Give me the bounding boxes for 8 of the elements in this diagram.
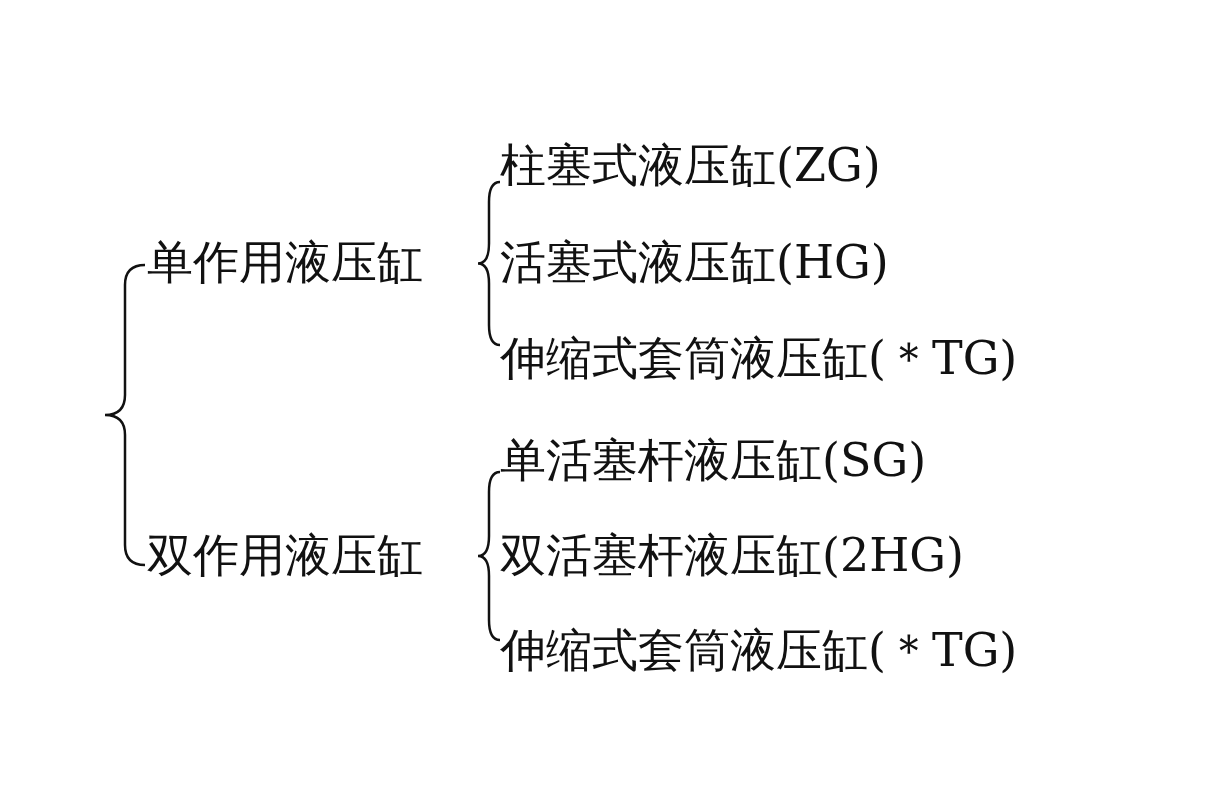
category-label: 活塞式液压缸(HG) <box>500 235 889 289</box>
category-label: 单作用液压缸 <box>147 235 423 289</box>
category-label: 双作用液压缸 <box>147 528 423 582</box>
category-label: 伸缩式套筒液压缸(＊TG) <box>500 623 1018 677</box>
category-label: 伸缩式套筒液压缸(＊TG) <box>500 331 1018 385</box>
category-label: 柱塞式液压缸(ZG) <box>500 138 881 192</box>
category-label: 双活塞杆液压缸(2HG) <box>500 528 965 582</box>
category-label: 单活塞杆液压缸(SG) <box>500 433 927 487</box>
